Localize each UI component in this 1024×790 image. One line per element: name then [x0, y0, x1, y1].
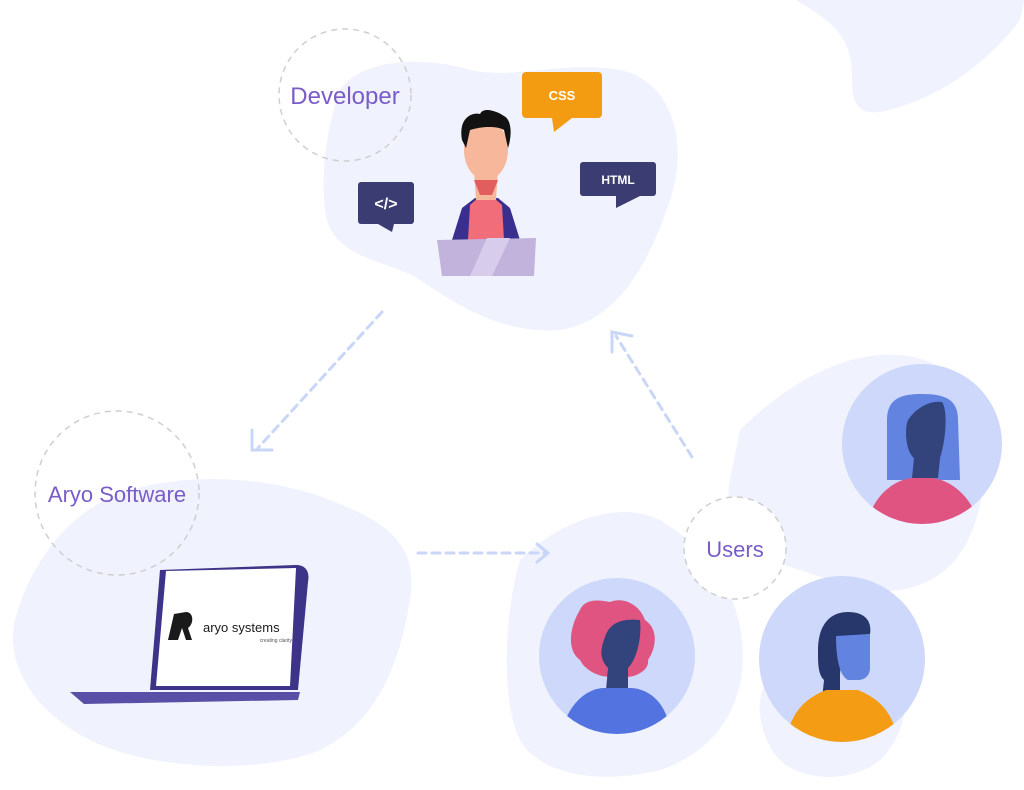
developer-face [464, 120, 508, 180]
user-avatar-1 [842, 364, 1002, 524]
developer-shirt [468, 198, 504, 240]
developer-neck-shadow [474, 180, 498, 195]
software-dashed-circle [34, 410, 200, 576]
arrow-users-to-developer [610, 330, 694, 459]
code-bubble-label: </> [374, 196, 397, 213]
code-speech-bubble: </> [358, 182, 414, 232]
user-avatar-3 [759, 576, 925, 742]
developer-dashed-circle [278, 28, 412, 162]
blob-developer [323, 61, 678, 331]
blob-top-right [796, 0, 1024, 113]
laptop-screen [156, 568, 296, 686]
developer-label: Developer [290, 83, 399, 110]
user-avatar-2 [539, 578, 695, 734]
users-dashed-circle [683, 496, 787, 600]
html-bubble-label: HTML [601, 173, 634, 187]
css-speech-bubble: CSS [522, 72, 602, 132]
software-node: Aryo Software [34, 410, 200, 576]
users-node: Users [683, 496, 787, 600]
arrow-developer-to-software [250, 310, 384, 452]
html-speech-bubble: HTML [580, 162, 656, 208]
css-bubble-label: CSS [549, 88, 576, 103]
laptop-brand-text: aryo systems [203, 620, 280, 635]
aryo-laptop: aryo systems creating clarity [70, 565, 309, 704]
software-label: Aryo Software [48, 482, 186, 507]
laptop-base [70, 692, 300, 704]
laptop-tagline-text: creating clarity [260, 638, 293, 644]
developer-laptop-highlight [470, 238, 510, 276]
arrow-software-to-users [416, 542, 551, 564]
developer-hair [461, 110, 511, 148]
users-label: Users [706, 537, 763, 562]
developer-node: Developer [278, 28, 412, 162]
aryo-logo-icon [168, 612, 193, 640]
developer-illustration [437, 110, 536, 276]
